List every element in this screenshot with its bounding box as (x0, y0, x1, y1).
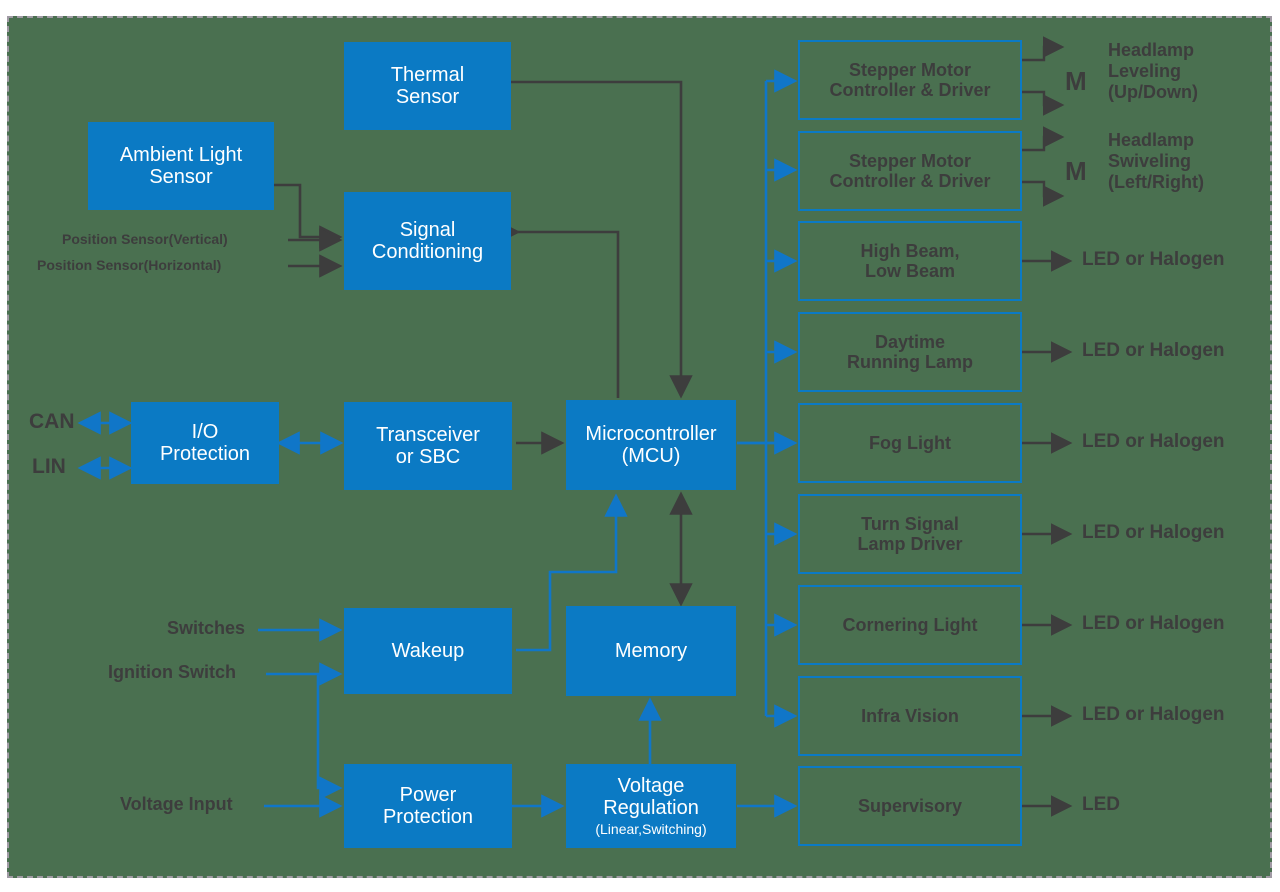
label-lin: LIN (32, 455, 66, 478)
block-memory[interactable]: Memory (566, 606, 736, 696)
io-protection-line1: I/O (191, 420, 219, 443)
label-position-sensor-vertical: Position Sensor(Vertical) (62, 231, 228, 247)
turn-signal-line1: Turn Signal (861, 513, 959, 534)
voltage-regulation-line2: Regulation (603, 797, 699, 820)
power-protection-line2: Protection (382, 806, 474, 828)
motor-symbol-1: M (1065, 66, 1087, 96)
transceiver-line1: Transceiver (376, 423, 480, 446)
label-out-high-low-beam: LED or Halogen (1082, 249, 1225, 270)
stepper-motor-2-line1: Stepper Motor (848, 150, 971, 171)
block-wakeup[interactable]: Wakeup (344, 608, 512, 694)
supervisory-line1: Supervisory (857, 795, 963, 816)
label-voltage-input: Voltage Input (120, 794, 233, 814)
label-out-daytime-running-lamp: LED or Halogen (1082, 340, 1225, 361)
memory-line1: Memory (614, 639, 688, 662)
block-turn-signal-lamp-driver[interactable]: Turn Signal Lamp Driver (798, 494, 1022, 574)
block-thermal-sensor[interactable]: Thermal Sensor (344, 42, 511, 130)
headlamp-leveling-line1: Headlamp (1108, 40, 1195, 60)
block-ambient-light-sensor[interactable]: Ambient Light Sensor (88, 122, 274, 210)
label-out-infra-vision: LED or Halogen (1082, 704, 1225, 725)
ambient-light-sensor-line1: Ambient Light (119, 143, 243, 166)
voltage-regulation-line1: Voltage (617, 774, 685, 797)
block-fog-light[interactable]: Fog Light (798, 403, 1022, 483)
block-infra-vision[interactable]: Infra Vision (798, 676, 1022, 756)
headlamp-leveling-line3: (Up/Down) (1108, 82, 1198, 103)
daytime-running-lamp-line1: Daytime (874, 331, 946, 352)
daytime-running-lamp-line2: Running Lamp (847, 352, 973, 372)
block-supervisory[interactable]: Supervisory (798, 766, 1022, 846)
high-low-beam-line1: High Beam, (860, 240, 960, 261)
cornering-light-line1: Cornering Light (842, 614, 978, 635)
label-out-turn-signal: LED or Halogen (1082, 522, 1225, 543)
label-can: CAN (29, 410, 75, 433)
label-switches: Switches (167, 618, 246, 638)
block-power-protection[interactable]: Power Protection (344, 764, 512, 848)
label-headlamp-swiveling: Headlamp Swiveling (Left/Right) (1108, 130, 1258, 194)
signal-conditioning-line1: Signal (399, 218, 456, 241)
stepper-motor-1-line1: Stepper Motor (848, 59, 971, 80)
microcontroller-line2: (MCU) (621, 445, 681, 467)
io-protection-line2: Protection (159, 443, 251, 465)
transceiver-line2: or SBC (395, 446, 461, 468)
block-transceiver-or-sbc[interactable]: Transceiver or SBC (344, 402, 512, 490)
headlamp-swiveling-line1: Headlamp (1108, 130, 1195, 150)
voltage-regulation-sub: (Linear,Switching) (595, 820, 707, 837)
headlamp-swiveling-line2: Swiveling (1108, 151, 1192, 172)
wakeup-line1: Wakeup (391, 639, 465, 662)
infra-vision-line1: Infra Vision (861, 705, 959, 726)
label-out-cornering-light: LED or Halogen (1082, 613, 1225, 634)
label-out-fog-light: LED or Halogen (1082, 431, 1225, 452)
fog-light-line1: Fog Light (869, 432, 951, 453)
block-microcontroller[interactable]: Microcontroller (MCU) (566, 400, 736, 490)
block-signal-conditioning[interactable]: Signal Conditioning (344, 192, 511, 290)
label-out-supervisory: LED (1082, 794, 1120, 815)
stepper-motor-1-line2: Controller & Driver (829, 80, 991, 100)
signal-conditioning-line2: Conditioning (371, 241, 484, 263)
block-stepper-motor-2[interactable]: Stepper Motor Controller & Driver (798, 131, 1022, 211)
label-position-sensor-horizontal: Position Sensor(Horizontal) (37, 257, 222, 273)
label-ignition-switch: Ignition Switch (108, 662, 236, 682)
microcontroller-line1: Microcontroller (585, 422, 717, 445)
block-io-protection[interactable]: I/O Protection (131, 402, 279, 484)
label-headlamp-leveling: Headlamp Leveling (Up/Down) (1108, 40, 1258, 104)
high-low-beam-line2: Low Beam (864, 261, 956, 281)
thermal-sensor-line2: Sensor (395, 86, 460, 108)
block-voltage-regulation[interactable]: Voltage Regulation (Linear,Switching) (566, 764, 736, 848)
power-protection-line1: Power (399, 783, 457, 806)
motor-symbol-2: M (1065, 156, 1087, 186)
block-high-low-beam[interactable]: High Beam, Low Beam (798, 221, 1022, 301)
thermal-sensor-line1: Thermal (390, 63, 465, 86)
headlamp-leveling-line2: Leveling (1108, 61, 1182, 82)
block-cornering-light[interactable]: Cornering Light (798, 585, 1022, 665)
stepper-motor-2-line2: Controller & Driver (829, 171, 991, 191)
block-daytime-running-lamp[interactable]: Daytime Running Lamp (798, 312, 1022, 392)
block-stepper-motor-1[interactable]: Stepper Motor Controller & Driver (798, 40, 1022, 120)
headlamp-swiveling-line3: (Left/Right) (1108, 172, 1204, 193)
ambient-light-sensor-line2: Sensor (149, 166, 213, 188)
turn-signal-line2: Lamp Driver (857, 534, 963, 554)
